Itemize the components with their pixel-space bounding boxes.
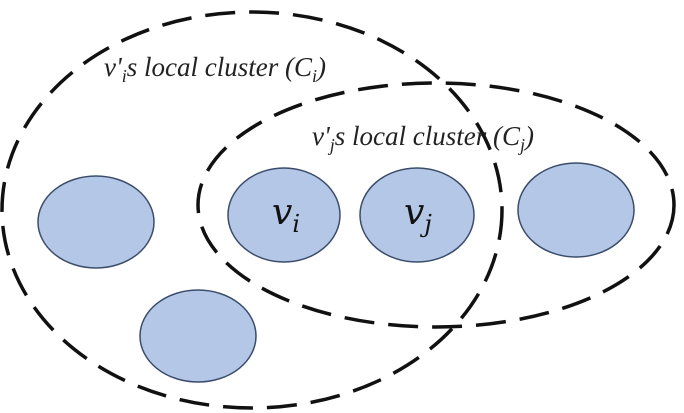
- node-right: [517, 162, 635, 258]
- cluster-cj-label: v'js local cluster (Cj): [312, 121, 534, 155]
- node-vj-label: vj: [404, 192, 432, 238]
- node-left: [37, 175, 155, 269]
- cluster-ci-label: v'is local cluster (Ci): [104, 52, 326, 86]
- cluster-cj-boundary: [196, 81, 676, 329]
- cluster-ci-boundary: [0, 10, 504, 410]
- node-vj: [359, 167, 475, 263]
- node-vi: [227, 167, 341, 263]
- node-vi-label: vi: [272, 192, 300, 238]
- node-bottom: [139, 289, 257, 383]
